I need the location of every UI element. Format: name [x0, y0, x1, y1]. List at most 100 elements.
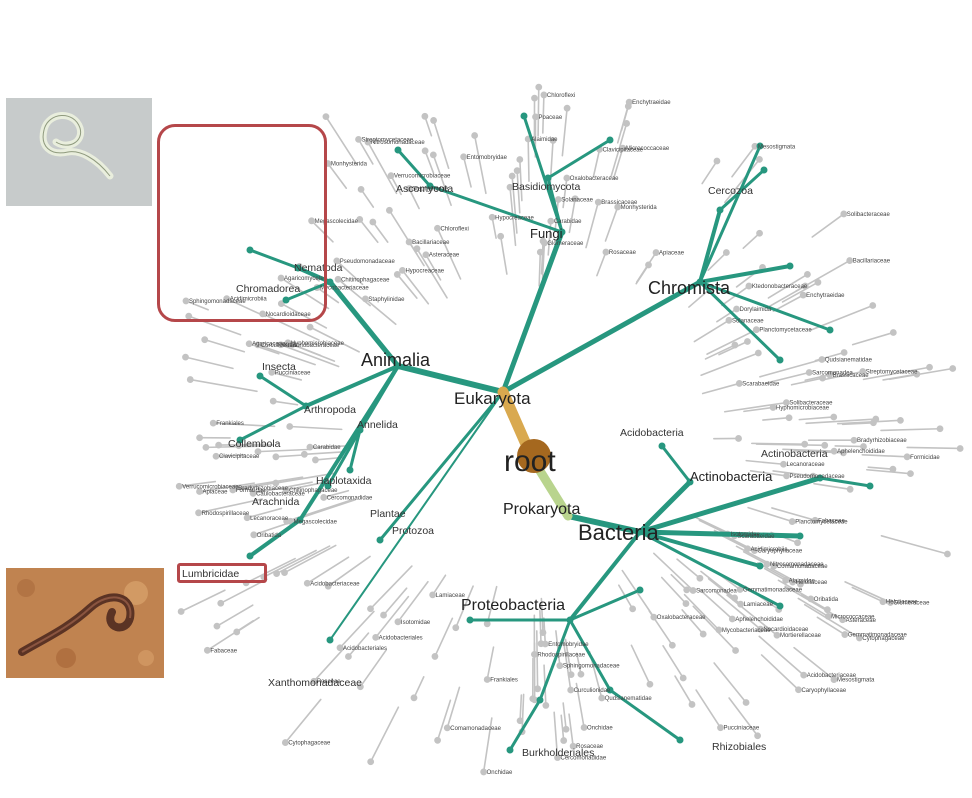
leaf-label: Asteraceae [846, 618, 877, 624]
gray-twig [275, 545, 331, 575]
gray-twig [374, 595, 410, 639]
gray-twig [424, 150, 435, 174]
gray-twig [436, 699, 452, 742]
leaf-label: Rhodospirillaceae [202, 511, 250, 517]
gray-twig [197, 498, 263, 514]
leaf-node [956, 445, 964, 452]
leaf-label: Clavicipitaceae [603, 147, 644, 153]
leaf-label: Carabidae [554, 219, 582, 225]
gray-twig [713, 662, 747, 704]
leaf-node [367, 605, 374, 613]
branch-node [866, 482, 874, 490]
leaf-label: Pucciniaceae [275, 370, 311, 376]
gray-twig [688, 287, 712, 308]
gray-twig [189, 378, 258, 393]
leaf-node [508, 172, 516, 180]
leaf-node [268, 368, 276, 376]
leaf-label: Scarabaeidae [742, 381, 780, 387]
leaf-node [249, 489, 257, 497]
leaf-node [715, 626, 723, 634]
leaf-label: Gemmatimonadaceae [848, 633, 908, 639]
teal-branch [818, 476, 872, 488]
gray-twig [257, 344, 316, 366]
leaf-node [733, 305, 740, 313]
branch-node [696, 278, 704, 286]
leaf-label: Comamonadaceae [777, 564, 828, 570]
leaf-label: Entomobryidae [548, 642, 589, 648]
gray-twig [367, 141, 398, 195]
leaf-node [744, 338, 751, 345]
gray-twig [425, 253, 442, 281]
gray-twig [610, 122, 628, 178]
leaf-label: Caulobacteraceae [256, 491, 305, 497]
haplotaxida-label: Haplotaxida [316, 475, 372, 487]
annelida-label: Annelida [357, 419, 398, 431]
leaf-node [859, 368, 867, 375]
leaf-label: Nocardioidaceae [763, 627, 809, 633]
animalia-label: Animalia [361, 350, 431, 370]
gray-twig [562, 637, 572, 691]
leaf-node [269, 397, 277, 405]
leaf-node [530, 650, 538, 658]
leaf-node [736, 586, 744, 593]
gray-twig [851, 331, 895, 346]
plantae-label: Plantae [370, 508, 406, 520]
gray-twig [716, 308, 738, 323]
nematode-photo [6, 98, 152, 206]
gray-twig [612, 147, 624, 180]
gray-twig [184, 356, 234, 370]
gray-twig [382, 587, 408, 616]
gray-twig [621, 569, 655, 618]
gray-twig [327, 555, 371, 587]
gray-twig [759, 358, 823, 378]
leaf-node [846, 485, 854, 493]
branch-node [566, 616, 574, 624]
leaf-node [540, 91, 548, 99]
gray-twig [473, 134, 487, 195]
leaf-node [823, 606, 831, 614]
leaf-node [182, 353, 189, 361]
gray-twig [767, 273, 809, 299]
leaf-node [598, 694, 606, 702]
leaf-node [289, 341, 296, 348]
branch-node [606, 136, 614, 144]
leaf-node [850, 436, 858, 444]
leaf-label: Streptomycetaceae [866, 370, 918, 376]
leaf-node [196, 488, 203, 495]
leaf-label: Pseudomonadaceae [790, 474, 846, 480]
leaf-node [356, 683, 364, 691]
gray-twig [357, 138, 374, 165]
gray-twig [360, 188, 375, 208]
gray-twig [772, 294, 804, 312]
gray-twig [795, 259, 851, 292]
leaf-node [737, 600, 744, 608]
leaf-node [516, 156, 524, 163]
gray-twig [359, 649, 387, 688]
leaf-node [580, 724, 588, 731]
leaf-label: Micrococcaceae [831, 614, 875, 620]
gray-twig [309, 445, 348, 448]
leaf-node [819, 374, 826, 382]
leaf-node [334, 275, 342, 283]
teal-branch [304, 364, 400, 408]
leaf-label: Apiaceae [203, 490, 229, 496]
leaf-node [186, 376, 194, 383]
branch-node [246, 552, 254, 560]
gray-twig [303, 450, 346, 456]
branch-node [294, 264, 302, 272]
gray-twig [728, 697, 759, 737]
branch-node [686, 478, 694, 486]
gray-twig [662, 645, 685, 679]
gray-twig [770, 567, 802, 585]
gray-twig [700, 570, 736, 599]
branch-node [426, 182, 434, 190]
actinobacteria-upper-label: Actinobacteria [761, 448, 828, 460]
leaf-node [410, 694, 418, 702]
leaf-node [182, 297, 190, 305]
gray-twig [763, 567, 787, 582]
teal-branch [238, 404, 308, 442]
gray-twig [252, 481, 313, 495]
gray-twig [203, 338, 246, 353]
leaf-node [324, 582, 332, 590]
